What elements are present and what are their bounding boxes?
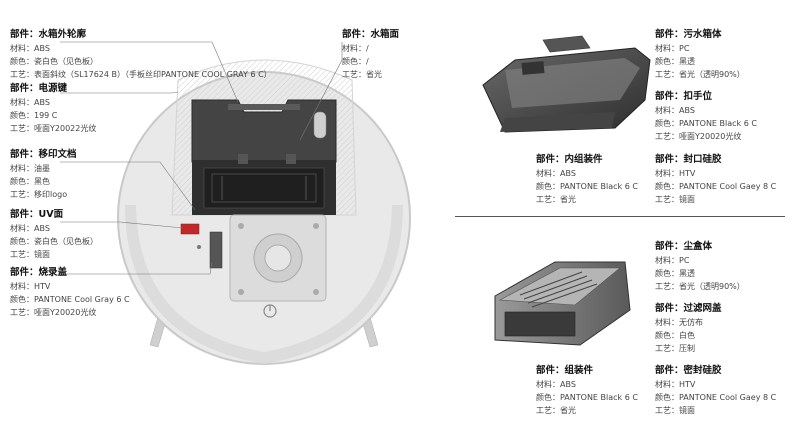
label-process: 工艺：哑面Y20020光纹	[655, 132, 742, 141]
section-divider	[455, 216, 785, 217]
label-title: 部件：扣手位	[655, 91, 713, 102]
label-process: 工艺：压制	[655, 344, 695, 353]
label-title: 部件：水箱面	[342, 29, 400, 40]
label-material: 材料：PC	[655, 256, 690, 265]
label-color: 颜色：PANTONE Cool Gaey 8 C	[655, 393, 777, 402]
label-title: 部件：移印文档	[10, 149, 77, 160]
label-outer-frame: 部件：水箱外轮廓 材料：ABS 颜色：瓷白色（见色板） 工艺：表面斜纹（SL17…	[10, 28, 272, 81]
label-title: 部件：UV面	[10, 209, 64, 220]
label-color: 颜色：黑透	[655, 269, 695, 278]
label-title: 部件：组装件	[536, 365, 594, 376]
label-burn-cover: 部件：烧录盖 材料：HTV 颜色：PANTONE Cool Gray 6 C 工…	[10, 266, 130, 319]
label-title: 部件：污水箱体	[655, 29, 722, 40]
label-seal-silicone: 部件：封口硅胶 材料：HTV 颜色：PANTONE Cool Gaey 8 C …	[655, 153, 776, 206]
label-process: 工艺：省光	[536, 195, 576, 204]
label-material: 材料：ABS	[10, 44, 50, 53]
dust-box-illustration	[494, 261, 631, 346]
label-transfer-doc: 部件：移印文档 材料：油墨 颜色：黑色 工艺：移印logo	[10, 148, 77, 201]
label-color: 颜色：黑色	[10, 177, 50, 186]
label-inner-assembly: 部件：内组装件 材料：ABS 颜色：PANTONE Black 6 C 工艺：省…	[536, 153, 638, 206]
label-filter-cover: 部件：过滤网盖 材料：无仿布 颜色：白色 工艺：压制	[655, 302, 722, 355]
waste-tank-illustration	[482, 35, 651, 133]
label-material: 材料：ABS	[536, 169, 576, 178]
label-title: 部件：密封硅胶	[655, 365, 722, 376]
label-process: 工艺：哑面Y20020光纹	[10, 308, 97, 317]
robot-body	[117, 59, 411, 365]
label-material: 材料：ABS	[655, 106, 695, 115]
label-color: 颜色：PANTONE Black 6 C	[536, 182, 638, 191]
label-material: 材料：HTV	[655, 380, 696, 389]
label-process: 工艺：镜面	[10, 250, 50, 259]
label-process: 工艺：省光	[342, 70, 382, 79]
label-color: 颜色：PANTONE Black 6 C	[536, 393, 638, 402]
label-material: 材料：PC	[655, 44, 690, 53]
label-process: 工艺：移印logo	[10, 190, 68, 199]
label-color: 颜色：瓷白色（见色板）	[10, 237, 98, 246]
label-material: 材料：无仿布	[655, 318, 703, 327]
label-process: 工艺：镜面	[655, 406, 695, 415]
label-title: 部件：过滤网盖	[655, 303, 722, 314]
label-material: 材料：HTV	[10, 282, 51, 291]
label-material: 材料：ABS	[536, 380, 576, 389]
label-color: 颜色：PANTONE Black 6 C	[655, 119, 757, 128]
label-color: 颜色：/	[342, 57, 369, 66]
label-title: 部件：封口硅胶	[655, 154, 722, 165]
label-title: 部件：内组装件	[536, 154, 603, 165]
label-color: 颜色：PANTONE Cool Gray 6 C	[10, 295, 130, 304]
label-seal-silicone-2: 部件：密封硅胶 材料：HTV 颜色：PANTONE Cool Gaey 8 C …	[655, 364, 776, 417]
label-process: 工艺：表面斜纹（SL17624 B）（手板丝印PANTONE COOL GRAY…	[10, 70, 272, 79]
label-color: 颜色：瓷白色（见色板）	[10, 57, 98, 66]
leader-lines	[60, 41, 343, 275]
label-title: 部件：电源键	[10, 83, 68, 94]
label-title: 部件：尘盒体	[655, 241, 713, 252]
label-color: 颜色：199 C	[10, 111, 58, 120]
label-color: 颜色：黑透	[655, 57, 695, 66]
label-uv-face: 部件：UV面 材料：ABS 颜色：瓷白色（见色板） 工艺：镜面	[10, 208, 98, 261]
label-color: 颜色：白色	[655, 331, 695, 340]
label-process: 工艺：镜面	[655, 195, 695, 204]
label-color: 颜色：PANTONE Cool Gaey 8 C	[655, 182, 777, 191]
label-material: 材料：油墨	[10, 164, 50, 173]
label-waste-tank: 部件：污水箱体 材料：PC 颜色：黑透 工艺：省光（透明90%）	[655, 28, 745, 81]
label-process: 工艺：哑面Y20022光纹	[10, 124, 97, 133]
label-material: 材料：HTV	[655, 169, 696, 178]
label-dust-box: 部件：尘盒体 材料：PC 颜色：黑透 工艺：省光（透明90%）	[655, 240, 745, 293]
label-handle: 部件：扣手位 材料：ABS 颜色：PANTONE Black 6 C 工艺：哑面…	[655, 90, 757, 143]
label-power-key: 部件：电源键 材料：ABS 颜色：199 C 工艺：哑面Y20022光纹	[10, 82, 96, 135]
label-material: 材料：ABS	[10, 98, 50, 107]
label-tank-face: 部件：水箱面 材料：/ 颜色：/ 工艺：省光	[342, 28, 399, 81]
label-process: 工艺：省光（透明90%）	[655, 282, 745, 291]
label-material: 材料：ABS	[10, 224, 50, 233]
label-process: 工艺：省光	[536, 406, 576, 415]
label-material: 材料：/	[342, 44, 369, 53]
label-process: 工艺：省光（透明90%）	[655, 70, 745, 79]
label-assembly: 部件：组装件 材料：ABS 颜色：PANTONE Black 6 C 工艺：省光	[536, 364, 638, 417]
label-title: 部件：水箱外轮廓	[10, 29, 87, 40]
label-title: 部件：烧录盖	[10, 267, 68, 278]
